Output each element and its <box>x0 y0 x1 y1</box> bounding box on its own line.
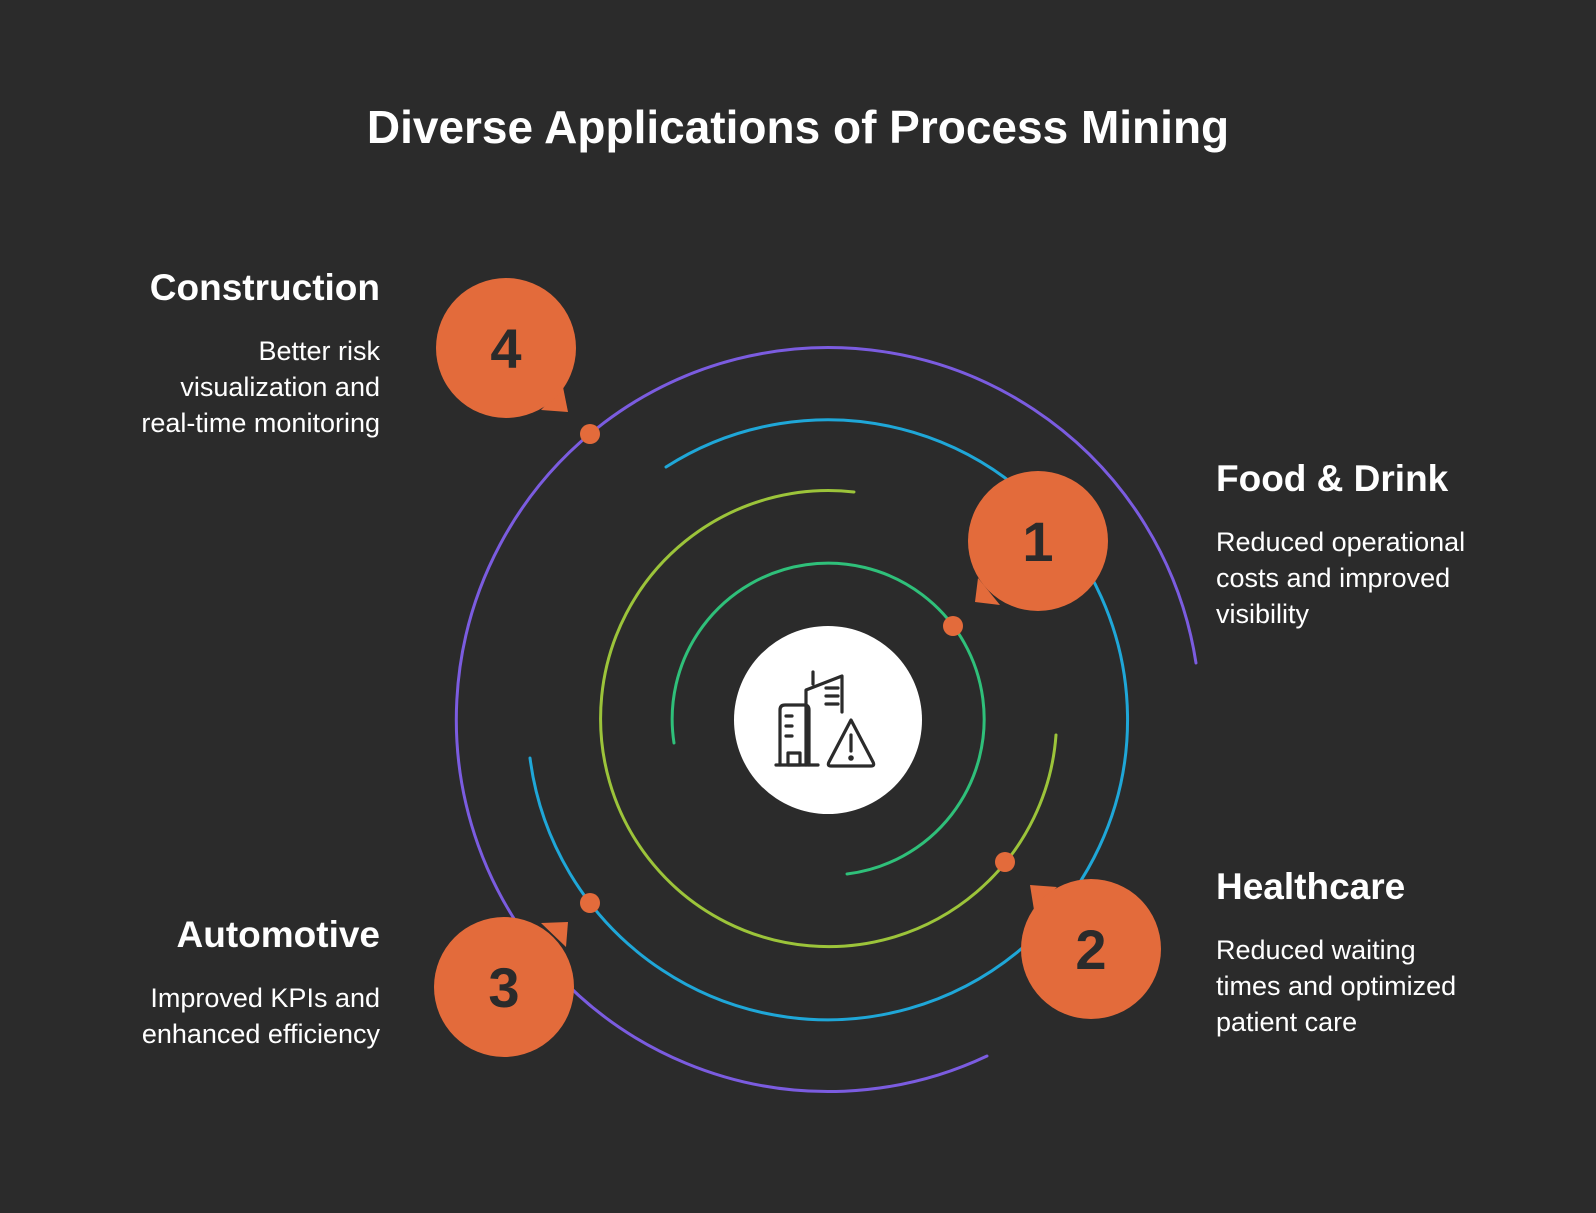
page-title: Diverse Applications of Process Mining <box>366 101 1230 153</box>
bubble-number-4: 4 <box>490 317 521 380</box>
ring-dot-4 <box>580 424 600 444</box>
ring-third <box>599 489 1058 949</box>
ring-inner <box>670 561 986 876</box>
ring-second <box>528 418 1130 1022</box>
number-bubble-1: 1 <box>968 471 1108 611</box>
item-description: Reduced waiting times and optimized pati… <box>1216 935 1457 1037</box>
item-description: Improved KPIs and enhanced efficiency <box>141 983 380 1049</box>
ring-dot-1 <box>943 616 963 636</box>
bubble-number-2: 2 <box>1075 918 1106 981</box>
item-food-drink: Food & Drink Reduced operational costs a… <box>1216 458 1516 632</box>
ring-outer <box>454 346 1198 1094</box>
center-circle <box>734 626 922 814</box>
buildings-warning-icon <box>774 670 876 768</box>
bubble-number-1: 1 <box>1022 510 1053 573</box>
number-bubble-2: 2 <box>1021 879 1161 1019</box>
item-healthcare: Healthcare Reduced waiting times and opt… <box>1216 866 1516 1040</box>
number-bubble-3: 3 <box>434 917 574 1057</box>
item-heading: Automotive <box>176 914 381 955</box>
item-automotive: Automotive Improved KPIs and enhanced ef… <box>80 914 380 1052</box>
item-heading: Construction <box>149 267 380 308</box>
item-description: Better risk visualization and real-time … <box>141 336 380 438</box>
ring-dot-2 <box>995 852 1015 872</box>
item-heading: Healthcare <box>1216 866 1406 907</box>
item-description: Reduced operational costs and improved v… <box>1216 527 1466 629</box>
bubble-number-3: 3 <box>488 956 519 1019</box>
item-heading: Food & Drink <box>1216 458 1449 499</box>
number-bubble-4: 4 <box>436 278 576 418</box>
ring-dot-3 <box>580 893 600 913</box>
item-construction: Construction Better risk visualization a… <box>80 267 380 441</box>
